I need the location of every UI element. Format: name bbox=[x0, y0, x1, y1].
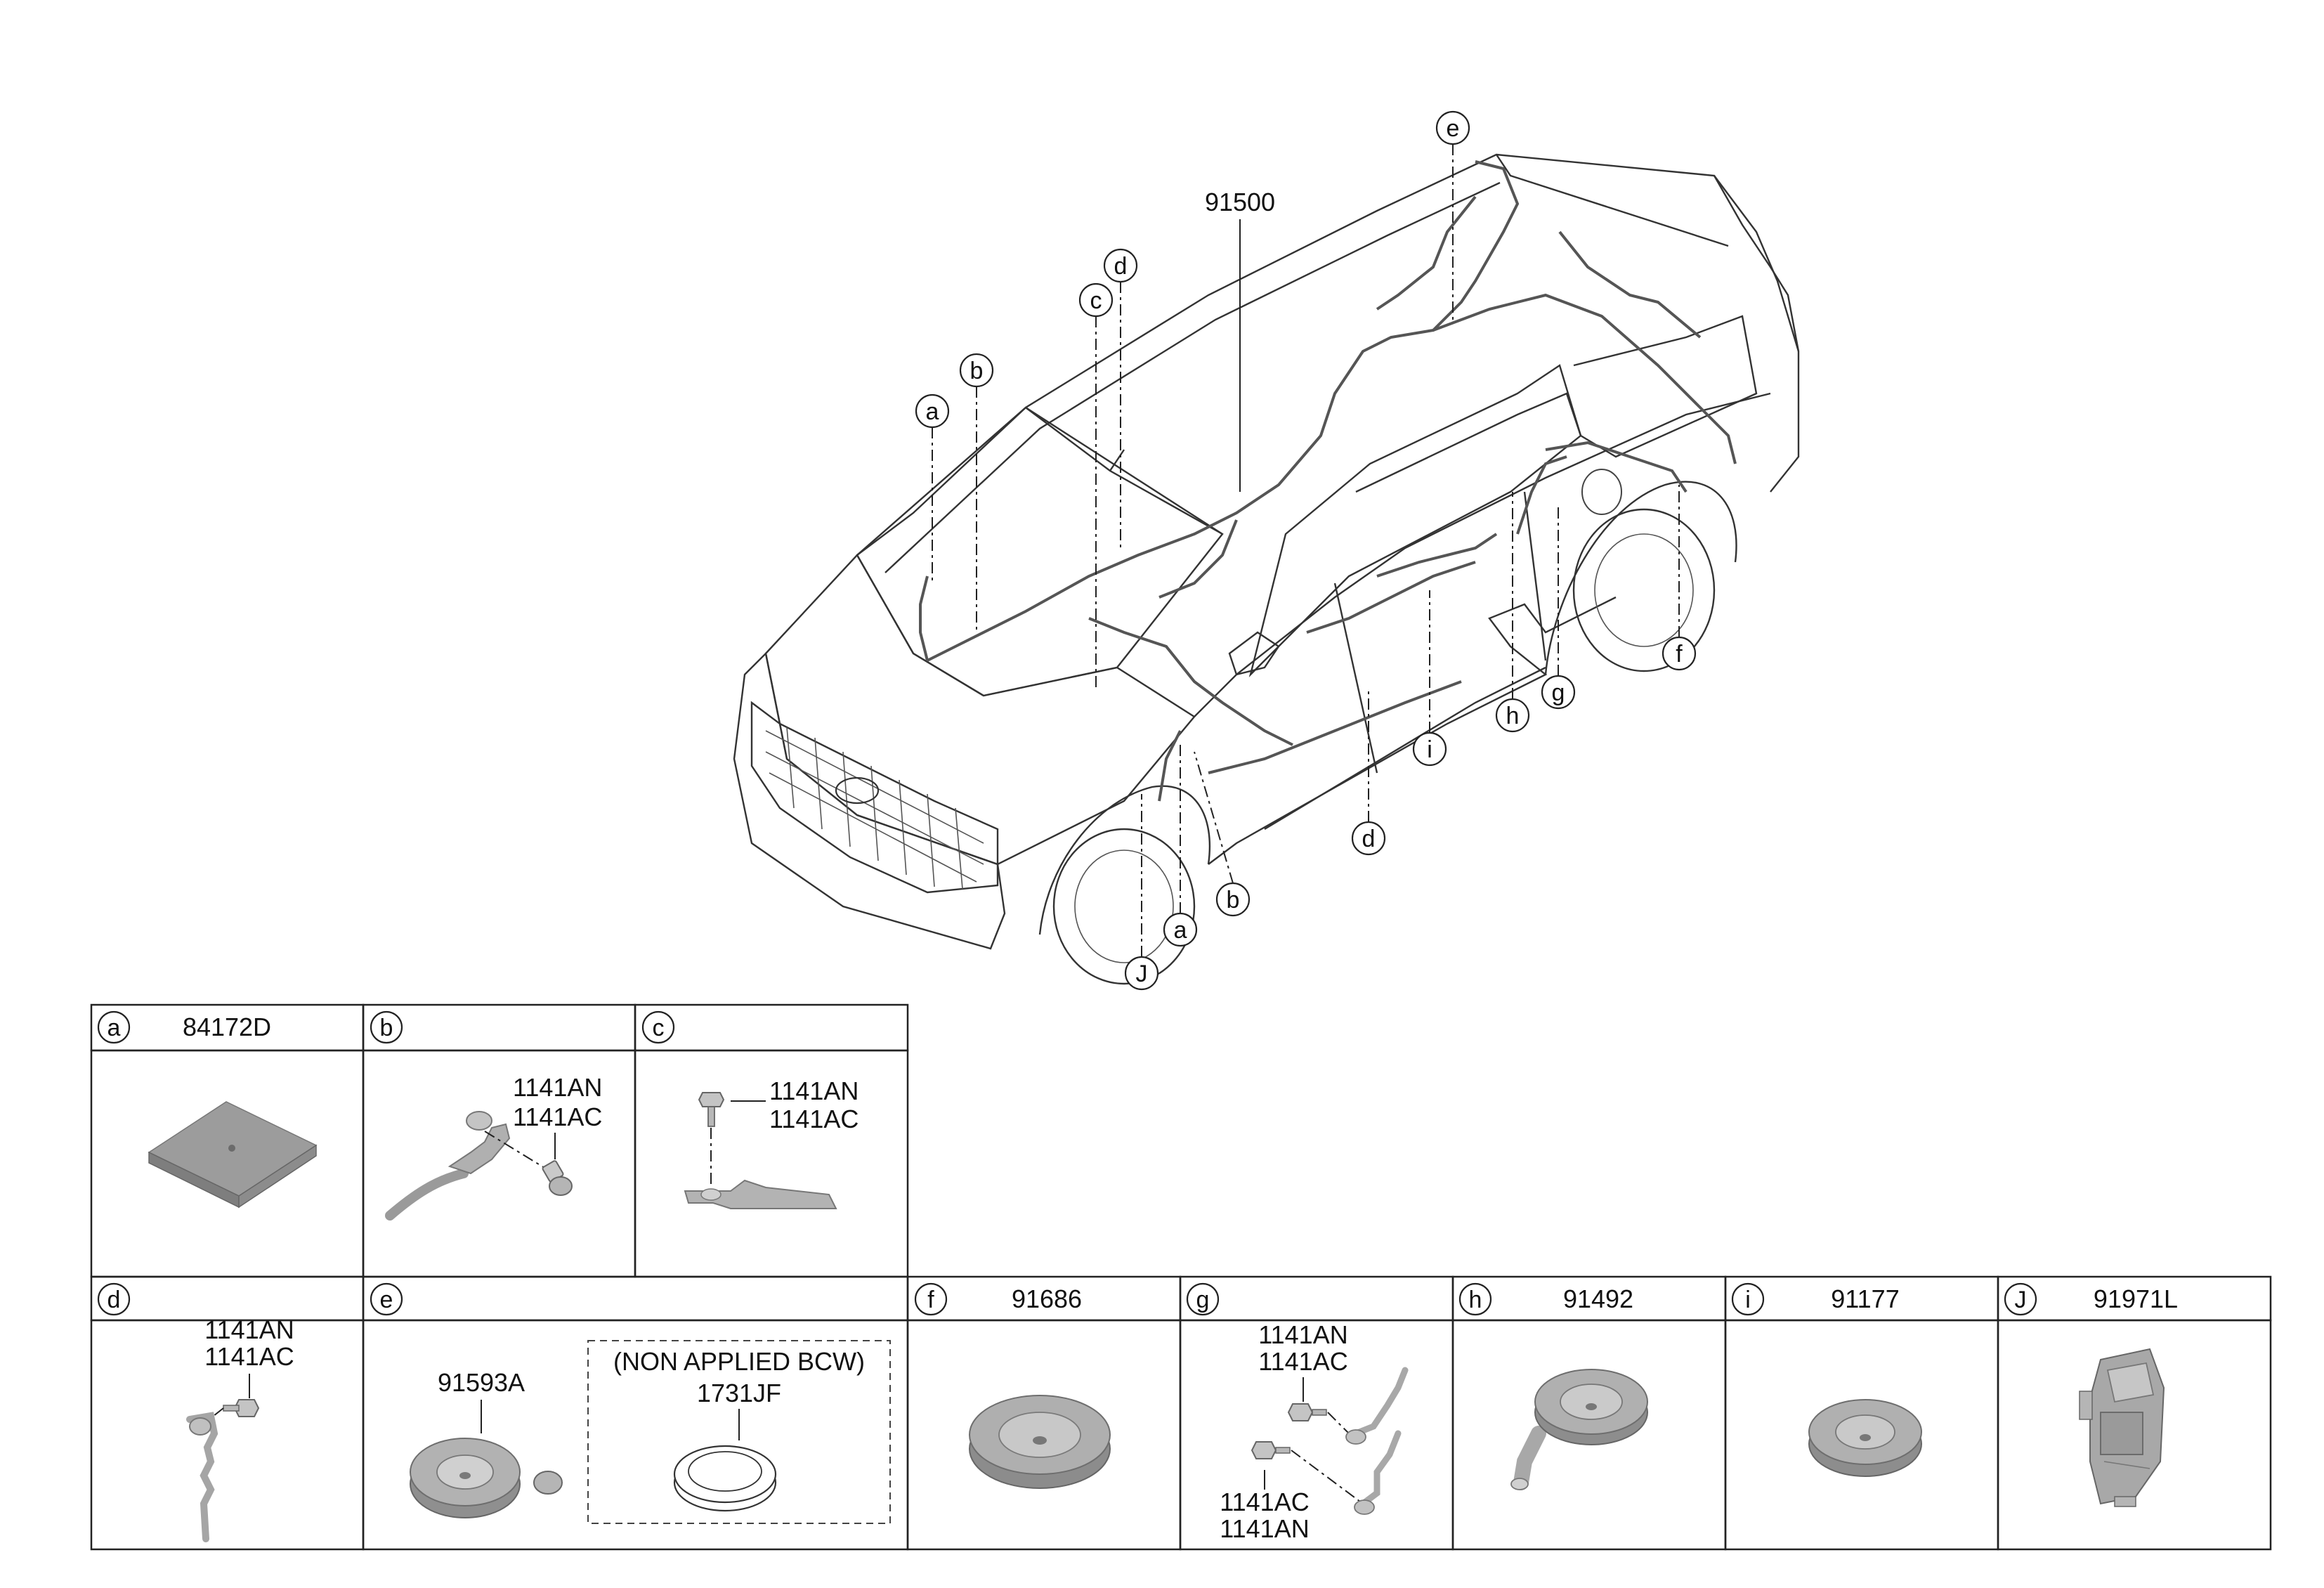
ground-wire-c bbox=[684, 1179, 837, 1209]
cell-a-header: a 84172D bbox=[97, 1010, 271, 1044]
cell-c-header: c bbox=[641, 1010, 675, 1044]
grommet-91686 bbox=[969, 1395, 1111, 1489]
ground-wire-b bbox=[385, 1111, 556, 1221]
bolt-c bbox=[698, 1092, 766, 1187]
callout-i: i bbox=[1412, 590, 1447, 767]
callout-c-top: c bbox=[1078, 282, 1114, 689]
svg-text:d: d bbox=[107, 1287, 121, 1313]
svg-text:a: a bbox=[107, 1015, 121, 1041]
cell-g-header: g bbox=[1186, 1282, 1220, 1316]
svg-text:f: f bbox=[1676, 641, 1683, 668]
callout-d-bottom: d bbox=[1351, 689, 1386, 856]
cell-e-note: (NON APPLIED BCW) bbox=[613, 1347, 865, 1376]
cell-c-part-1: 1141AN bbox=[769, 1076, 859, 1105]
svg-text:a: a bbox=[1174, 917, 1187, 944]
callout-b-top: b bbox=[959, 353, 994, 632]
grommet-pad-84172D bbox=[148, 1101, 318, 1209]
cell-e-header: e bbox=[370, 1282, 403, 1316]
svg-text:J: J bbox=[1136, 961, 1148, 987]
callout-e-top: e bbox=[1435, 110, 1470, 323]
main-part-label: 91500 bbox=[1205, 188, 1275, 216]
svg-text:i: i bbox=[1427, 736, 1432, 763]
svg-text:e: e bbox=[380, 1287, 393, 1313]
callout-h: h bbox=[1495, 492, 1530, 733]
cell-e-part: 91593A bbox=[438, 1368, 525, 1397]
svg-text:b: b bbox=[970, 358, 984, 384]
svg-text:b: b bbox=[380, 1015, 393, 1041]
plug-1731JF bbox=[673, 1445, 777, 1512]
svg-text:i: i bbox=[1745, 1287, 1751, 1313]
callout-J: J bbox=[1124, 794, 1159, 991]
bolt-d bbox=[200, 1374, 260, 1427]
cell-g-bottom-part-1: 1141AC bbox=[1220, 1488, 1309, 1516]
cell-d-part-2: 1141AC bbox=[204, 1342, 294, 1371]
svg-text:b: b bbox=[1227, 887, 1240, 913]
cell-g-top-part-1: 1141AN bbox=[1258, 1320, 1347, 1349]
non-applied-bcw-box bbox=[587, 1340, 891, 1524]
parts-table bbox=[90, 1003, 2272, 1551]
svg-text:e: e bbox=[1447, 115, 1460, 142]
bolt-b bbox=[542, 1160, 573, 1196]
cell-e-alt-part: 1731JF bbox=[697, 1379, 781, 1407]
callout-a-top: a bbox=[915, 393, 950, 583]
svg-text:d: d bbox=[1114, 253, 1128, 280]
callout-a-bottom: a bbox=[1163, 745, 1198, 947]
cell-b-part-1: 1141AN bbox=[513, 1073, 602, 1102]
grommet-91177 bbox=[1808, 1399, 1922, 1477]
callout-f: f bbox=[1662, 485, 1697, 671]
cell-g-bottom-part-2: 1141AN bbox=[1220, 1514, 1309, 1543]
svg-text:h: h bbox=[1506, 703, 1520, 729]
svg-text:c: c bbox=[653, 1015, 665, 1041]
grommet-91492 bbox=[1510, 1369, 1648, 1490]
callout-g: g bbox=[1541, 506, 1576, 710]
bolt-g-bottom bbox=[1251, 1441, 1364, 1504]
svg-text:c: c bbox=[1090, 287, 1102, 314]
cell-f-header: f 91686 bbox=[914, 1282, 1082, 1316]
svg-text:h: h bbox=[1469, 1287, 1482, 1313]
ground-wire-d bbox=[186, 1412, 218, 1542]
svg-text:g: g bbox=[1196, 1287, 1210, 1313]
grommet-91593A bbox=[410, 1438, 563, 1518]
callout-d-top: d bbox=[1103, 248, 1138, 548]
cell-J-header: J 91971L bbox=[2004, 1282, 2178, 1316]
cell-h-header: h 91492 bbox=[1458, 1282, 1633, 1316]
svg-text:J: J bbox=[2015, 1287, 2027, 1313]
svg-text:g: g bbox=[1552, 679, 1565, 706]
callout-b-bottom: b bbox=[1194, 751, 1251, 917]
cell-i-header: i 91177 bbox=[1731, 1282, 1900, 1316]
svg-text:a: a bbox=[926, 398, 939, 425]
svg-text:d: d bbox=[1362, 826, 1376, 852]
cell-b-header: b bbox=[370, 1010, 403, 1044]
cell-d-header: d bbox=[97, 1282, 131, 1316]
cell-f-part: 91686 bbox=[1012, 1284, 1082, 1313]
cell-a-part: 84172D bbox=[183, 1013, 271, 1041]
ground-wires-g bbox=[1345, 1367, 1409, 1515]
cell-c-part-2: 1141AC bbox=[769, 1105, 859, 1133]
cell-g-top-part-2: 1141AC bbox=[1258, 1347, 1347, 1376]
cell-J-part: 91971L bbox=[2094, 1284, 2178, 1313]
vehicle-illustration bbox=[733, 153, 1800, 985]
module-91971L bbox=[2079, 1348, 2165, 1507]
bolt-g-top bbox=[1287, 1377, 1357, 1441]
cell-h-part: 91492 bbox=[1563, 1284, 1633, 1313]
cell-d-part-1: 1141AN bbox=[204, 1315, 294, 1344]
cell-b-part-2: 1141AC bbox=[513, 1102, 602, 1131]
cell-i-part: 91177 bbox=[1831, 1284, 1899, 1313]
svg-text:f: f bbox=[927, 1287, 934, 1313]
